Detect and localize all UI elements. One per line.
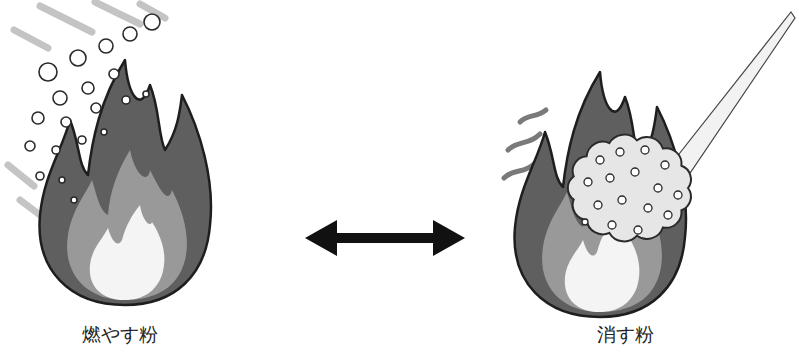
powder-particle bbox=[631, 168, 639, 176]
powder-particle bbox=[664, 211, 672, 219]
powder-bubble bbox=[59, 177, 65, 183]
caption-text: 燃やす粉 bbox=[15, 323, 225, 346]
spray-jet bbox=[668, 12, 795, 182]
powder-cloud bbox=[568, 135, 691, 242]
caption-text: 消す粉 bbox=[470, 323, 780, 346]
art-group bbox=[504, 12, 795, 317]
powder-streak bbox=[20, 200, 40, 215]
smoke-streak bbox=[520, 110, 546, 122]
powder-particle bbox=[608, 221, 616, 229]
powder-particle bbox=[616, 148, 624, 156]
flame-illustration: 消す粉 bbox=[470, 8, 797, 350]
powder-bubble bbox=[32, 112, 44, 124]
powder-bubble bbox=[144, 14, 160, 30]
powder-bubble bbox=[143, 91, 149, 97]
powder-bubble bbox=[122, 96, 130, 104]
powder-particle bbox=[661, 161, 669, 169]
flame-art bbox=[15, 8, 300, 350]
powder-particle bbox=[644, 204, 652, 212]
flame-shape bbox=[90, 205, 165, 300]
double-arrow bbox=[305, 220, 465, 256]
powder-streak bbox=[95, 2, 140, 24]
powder-streak bbox=[40, 6, 92, 32]
powder-bubble bbox=[53, 91, 67, 105]
powder-bubble bbox=[61, 117, 71, 127]
powder-bubble bbox=[99, 39, 113, 53]
flame-shape bbox=[40, 60, 211, 305]
powder-particle bbox=[596, 156, 604, 164]
powder-particle bbox=[582, 219, 588, 225]
smoke-streak bbox=[508, 134, 540, 150]
powder-particle bbox=[641, 146, 649, 154]
powder-bubble bbox=[82, 82, 94, 94]
powder-particle bbox=[584, 178, 592, 186]
powder-bubble bbox=[109, 69, 119, 79]
powder-particle bbox=[606, 174, 614, 182]
powder-bubble bbox=[39, 63, 57, 81]
powder-particle bbox=[674, 191, 682, 199]
flame-illustration: 燃やす粉 bbox=[15, 8, 300, 350]
powder-bubble bbox=[52, 146, 60, 154]
powder-streak bbox=[14, 30, 48, 48]
powder-particle bbox=[594, 201, 602, 209]
flame-art bbox=[470, 8, 797, 350]
art-group bbox=[8, 2, 211, 305]
powder-particle bbox=[618, 196, 626, 204]
powder-bubble bbox=[36, 172, 44, 180]
powder-bubble bbox=[25, 141, 35, 151]
powder-bubble bbox=[101, 129, 107, 135]
powder-bubble bbox=[91, 103, 101, 113]
powder-bubble bbox=[123, 27, 137, 41]
powder-bubble bbox=[71, 197, 77, 203]
powder-bubble bbox=[78, 136, 86, 144]
powder-bubble bbox=[70, 50, 86, 66]
powder-particle bbox=[634, 226, 642, 234]
powder-particle bbox=[654, 184, 662, 192]
flame-shape bbox=[67, 150, 187, 300]
powder-streak bbox=[8, 165, 34, 186]
